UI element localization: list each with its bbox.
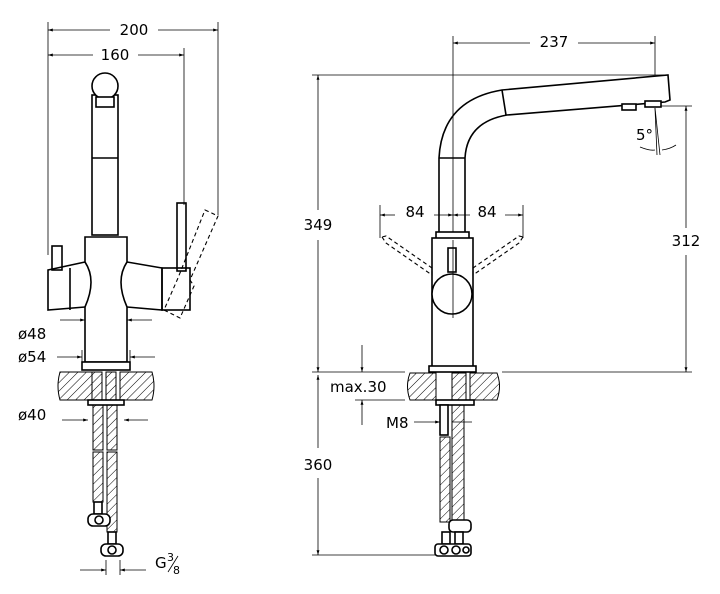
dim-handle-left: 84 — [405, 203, 424, 221]
dim-thread: M8 — [386, 414, 409, 432]
dim-hose-length: 360 — [304, 456, 333, 474]
dim-handle-width: 160 — [101, 46, 130, 64]
dim-overall-width: 200 — [120, 21, 149, 39]
dim-overall-height: 349 — [304, 216, 333, 234]
dim-spout-reach: 237 — [540, 33, 569, 51]
svg-text:3: 3 — [167, 551, 174, 564]
dim-swivel-angle: 5° — [636, 126, 653, 144]
dim-handle-right: 84 — [477, 203, 496, 221]
svg-text:G: G — [155, 554, 167, 572]
dim-connection: G 3 8 — [155, 551, 180, 577]
dim-body-dia-lower: ø54 — [18, 348, 46, 366]
dim-outlet-height: 312 — [672, 232, 701, 250]
dim-body-dia-upper: ø48 — [18, 325, 46, 343]
dim-counter-thickness: max.30 — [330, 378, 387, 396]
svg-text:8: 8 — [173, 564, 180, 577]
front-view: 200 160 — [18, 21, 219, 577]
dim-shank-dia: ø40 — [18, 406, 46, 424]
side-view: 237 349 312 5° 8 — [304, 33, 701, 557]
